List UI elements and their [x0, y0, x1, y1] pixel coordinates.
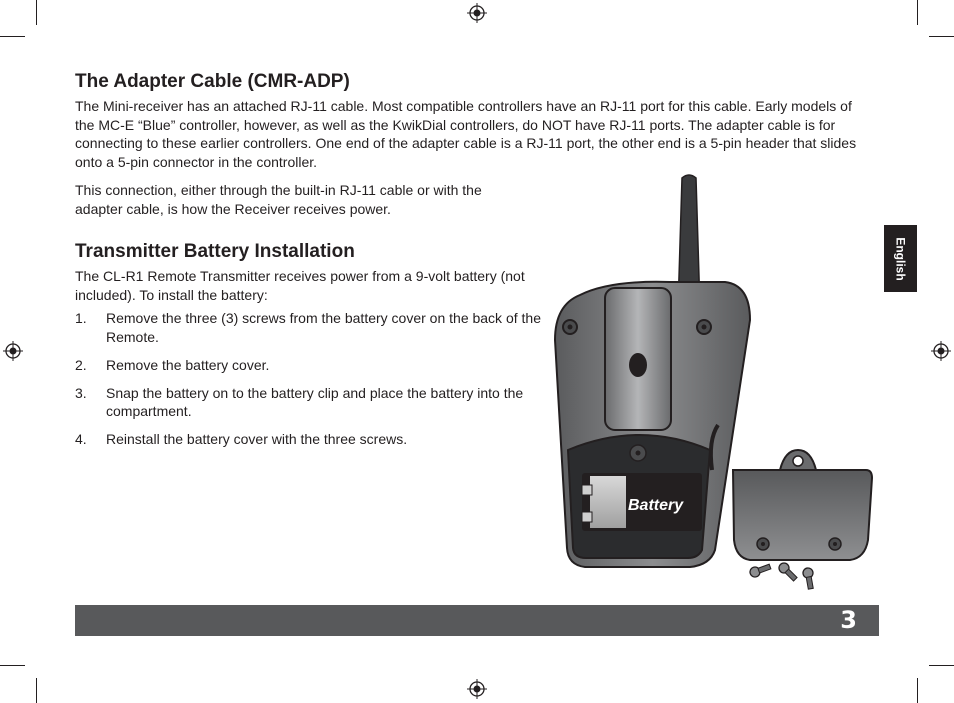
language-tab-label: English: [893, 236, 908, 281]
installation-steps-list: 1. Remove the three (3) screws from the b…: [75, 309, 545, 458]
crop-mark: [0, 36, 25, 37]
step-number: 3.: [75, 384, 87, 401]
battery-intro-paragraph: The CL-R1 Remote Transmitter receives po…: [75, 268, 525, 303]
registration-mark-icon: [931, 341, 951, 361]
cord-shape: [708, 423, 720, 471]
list-item: 2. Remove the battery cover.: [75, 356, 545, 375]
step-number: 1.: [75, 310, 87, 326]
list-item: 1. Remove the three (3) screws from the b…: [75, 309, 545, 346]
crop-mark: [929, 36, 954, 37]
crop-mark: [917, 678, 918, 703]
crop-mark: [36, 0, 37, 25]
crop-mark: [36, 678, 37, 703]
registration-mark-icon: [467, 3, 487, 23]
list-item: 3. Snap the battery on to the battery cli…: [75, 384, 545, 421]
step-text: Snap the battery on to the battery clip …: [106, 384, 524, 420]
remote-battery-illustration: Battery: [553, 174, 874, 590]
step-number: 2.: [75, 356, 87, 373]
step-text: Remove the three (3) screws from the bat…: [106, 310, 541, 345]
list-item: 4. Reinstall the battery cover with the t…: [75, 430, 545, 449]
page-number: 3: [840, 606, 857, 634]
crop-mark: [0, 665, 25, 666]
section-heading-adapter-cable: The Adapter Cable (CMR-ADP): [75, 71, 350, 92]
step-text: Remove the battery cover.: [106, 356, 270, 373]
section-heading-battery-installation: Transmitter Battery Installation: [75, 241, 355, 262]
registration-mark-icon: [3, 341, 23, 361]
registration-mark-icon: [467, 679, 487, 699]
battery-label: Battery: [628, 497, 684, 514]
crop-mark: [929, 665, 954, 666]
footer-bar: 3: [75, 605, 879, 636]
loose-screws-icon: [749, 562, 814, 590]
crop-mark: [917, 0, 918, 25]
language-tab: English: [884, 225, 917, 292]
power-connection-paragraph: This connection, either through the buil…: [75, 182, 482, 217]
step-text: Reinstall the battery cover with the thr…: [106, 431, 408, 447]
adapter-cable-paragraph: The Mini-receiver has an attached RJ-11 …: [75, 98, 857, 170]
step-number: 4.: [75, 431, 87, 447]
